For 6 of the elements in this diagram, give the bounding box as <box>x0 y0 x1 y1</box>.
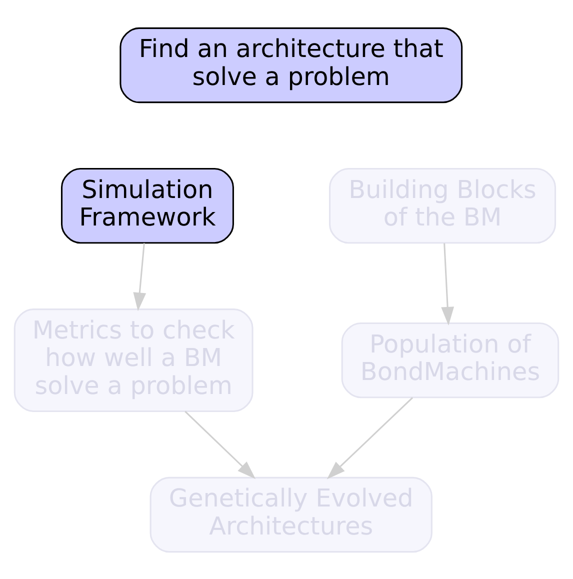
arrow <box>184 410 256 479</box>
node-box: Simulation Framework <box>60 167 234 244</box>
arrow <box>133 242 146 311</box>
node-box: Find an architecture that solve a problem <box>120 26 463 103</box>
arrow <box>441 242 454 325</box>
arrow <box>326 396 414 479</box>
